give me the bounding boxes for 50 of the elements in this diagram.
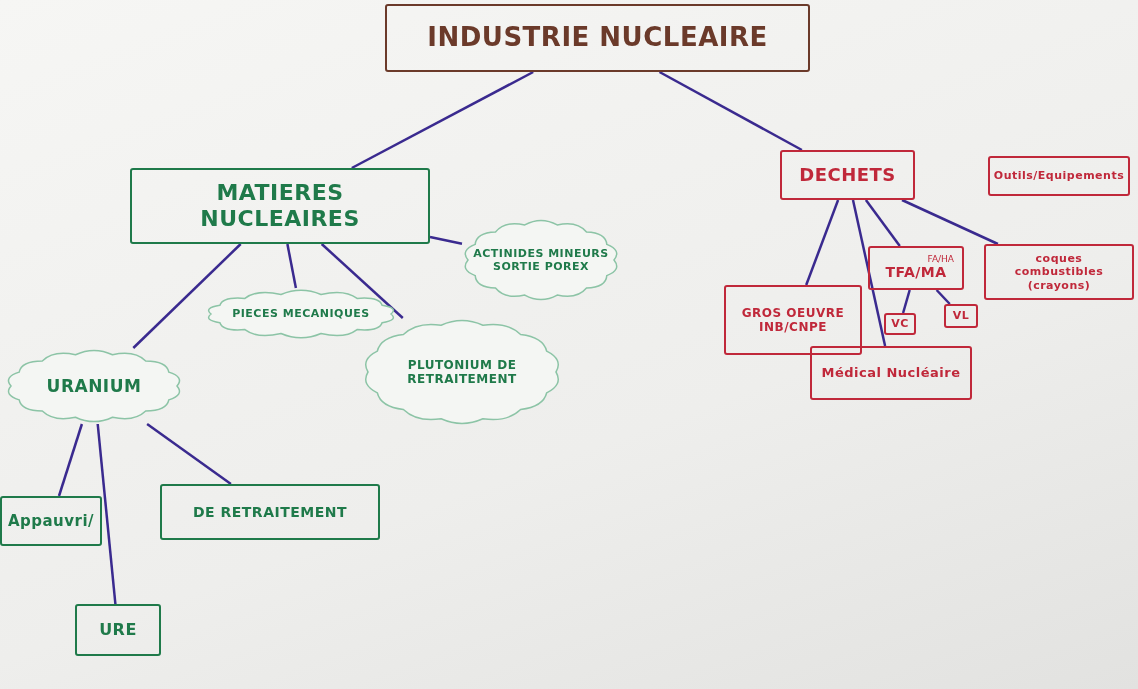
node-box bbox=[884, 313, 916, 335]
node-note: FA/HA bbox=[927, 255, 954, 265]
cloud-node bbox=[5, 348, 183, 424]
node-label: VC bbox=[891, 317, 909, 331]
connector-line bbox=[851, 199, 887, 347]
node-box bbox=[988, 156, 1130, 196]
cloud-node bbox=[462, 218, 620, 302]
connector-line bbox=[805, 199, 840, 286]
node-box bbox=[130, 168, 430, 244]
connector-line bbox=[429, 235, 463, 245]
node-box bbox=[780, 150, 915, 200]
node-label: URANIUM bbox=[46, 375, 142, 397]
node-label: PLUTONIUM DE RETRAITEMENT bbox=[406, 357, 518, 387]
node-label: VL bbox=[952, 309, 970, 323]
connector-line bbox=[901, 289, 911, 314]
connector-line bbox=[901, 198, 999, 246]
connector-line bbox=[96, 423, 117, 605]
node-box bbox=[385, 4, 810, 72]
node-label: Appauvri/ bbox=[7, 512, 95, 530]
node-box bbox=[868, 246, 964, 290]
connector-line bbox=[935, 289, 951, 305]
connector-line bbox=[146, 423, 232, 485]
node-label: Médical Nucléaire bbox=[821, 365, 961, 381]
connector-line bbox=[351, 70, 534, 170]
node-box bbox=[944, 304, 978, 328]
node-label: GROS OEUVRE INB/CNPE bbox=[740, 305, 846, 335]
node-label: Outils/Equipements bbox=[993, 169, 1125, 183]
cloud-node bbox=[362, 318, 562, 426]
connector-line bbox=[57, 423, 84, 497]
node-box bbox=[75, 604, 161, 656]
node-label: PIECES MECANIQUES bbox=[232, 307, 370, 321]
node-label: INDUSTRIE NUCLEAIRE bbox=[427, 22, 768, 54]
node-label: coques combustibles (crayons) bbox=[1013, 252, 1105, 292]
node-box bbox=[810, 346, 972, 400]
node-label: MATIERES NUCLEAIRES bbox=[199, 179, 361, 233]
node-box bbox=[160, 484, 380, 540]
cloud-node bbox=[205, 288, 397, 340]
node-label: DE RETRAITEMENT bbox=[192, 503, 348, 521]
node-label: URE bbox=[99, 620, 137, 640]
connector-line bbox=[132, 243, 242, 349]
node-label: TFA/MA bbox=[885, 264, 947, 281]
node-box bbox=[0, 496, 102, 546]
connector-line bbox=[320, 243, 404, 319]
connector-line bbox=[658, 70, 803, 152]
node-box bbox=[984, 244, 1134, 300]
connector-line bbox=[286, 243, 298, 289]
connector-line bbox=[864, 199, 901, 247]
node-label: DECHETS bbox=[799, 164, 896, 186]
node-box bbox=[724, 285, 862, 355]
node-label: ACTINIDES MINEURS SORTIE POREX bbox=[472, 246, 610, 274]
